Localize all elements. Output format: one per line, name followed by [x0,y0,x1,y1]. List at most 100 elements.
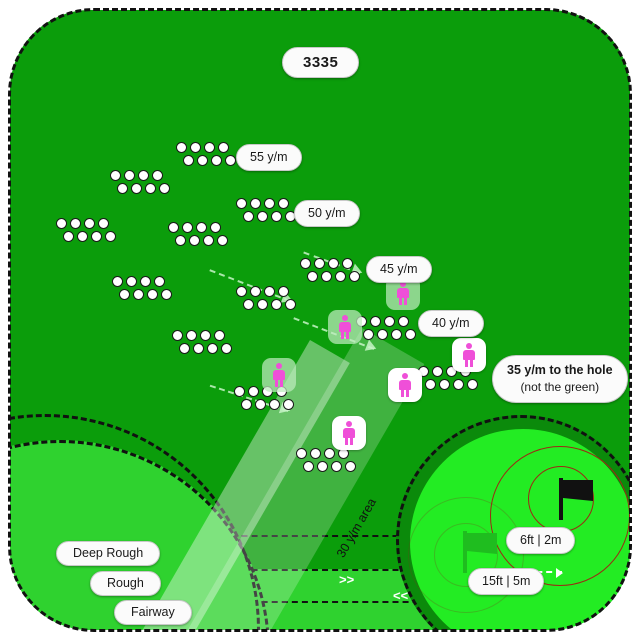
ball-cluster [236,198,296,222]
golf-ball-icon [278,198,289,209]
distance-marker-55[interactable]: 55 y/m [236,144,302,171]
golf-ball-icon [331,461,342,472]
player-icon [338,315,352,339]
golf-ball-icon [168,222,179,233]
golf-ball-icon [186,330,197,341]
golf-ball-icon [133,289,144,300]
ring-label-6ft[interactable]: 6ft | 2m [506,527,576,554]
golf-ball-icon [278,286,289,297]
golf-ball-icon [91,231,102,242]
golf-ball-icon [425,379,436,390]
golf-ball-icon [214,330,225,341]
player-icon [462,343,476,367]
golf-ball-icon [335,271,346,282]
golf-ball-icon [193,343,204,354]
course-boundary [8,8,632,632]
ghost-flag-pole [463,531,467,573]
golf-ball-icon [70,218,81,229]
hole-number-badge[interactable]: 3335 [282,47,360,78]
ghost-ring-inner [434,523,498,587]
golf-ball-icon [140,276,151,287]
hole-distance-callout[interactable]: 35 y/m to the hole (not the green) [492,355,628,403]
golf-ball-icon [112,276,123,287]
golf-ball-icon [264,286,275,297]
golf-ball-icon [363,329,374,340]
golf-ball-icon [131,183,142,194]
golf-ball-icon [161,289,172,300]
golf-ball-icon [152,170,163,181]
player-marker-shaded[interactable] [328,310,362,344]
golf-ball-icon [384,316,395,327]
golf-ball-icon [225,155,236,166]
golf-ball-icon [241,399,252,410]
golf-ball-icon [190,142,201,153]
golf-ball-icon [221,343,232,354]
golf-ball-icon [84,218,95,229]
ball-cluster [176,142,236,166]
golf-ball-icon [172,330,183,341]
player-marker[interactable] [452,338,486,372]
golf-ball-icon [432,366,443,377]
golf-ball-icon [175,235,186,246]
golf-ball-icon [179,343,190,354]
golf-ball-icon [349,271,360,282]
player-icon [396,281,410,305]
golf-ball-icon [303,461,314,472]
band-tick-right: << [393,588,409,603]
golf-ball-icon [147,289,158,300]
golf-ball-icon [248,386,259,397]
golf-ball-icon [204,142,215,153]
distance-marker-50[interactable]: 50 y/m [294,200,360,227]
golf-ball-icon [203,235,214,246]
golf-ball-icon [321,271,332,282]
hole-distance-primary: 35 y/m to the hole [507,363,613,377]
flag-pole [559,478,563,520]
golf-ball-icon [317,461,328,472]
player-marker[interactable] [332,416,366,450]
ball-cluster [300,258,360,282]
legend-rough[interactable]: Rough [90,571,161,596]
golf-ball-icon [453,379,464,390]
golf-ball-icon [56,218,67,229]
golf-ball-icon [467,379,478,390]
ball-cluster [112,276,172,300]
golf-ball-icon [211,155,222,166]
ring-label-15ft[interactable]: 15ft | 5m [468,568,545,595]
legend-deep-rough[interactable]: Deep Rough [56,541,161,566]
golf-ball-icon [236,286,247,297]
golf-ball-icon [285,299,296,310]
golf-ball-icon [154,276,165,287]
player-marker[interactable] [388,368,422,402]
golf-ball-icon [207,343,218,354]
golf-ball-icon [328,258,339,269]
player-marker-shaded[interactable] [262,358,296,392]
ball-cluster [296,448,356,472]
golf-ball-icon [197,155,208,166]
player-icon [272,363,286,387]
player-icon [342,421,356,445]
golf-ball-icon [176,142,187,153]
golf-ball-icon [391,329,402,340]
band-tick-left: >> [339,572,355,587]
golf-ball-icon [324,448,335,459]
golf-ball-icon [243,299,254,310]
golf-ball-icon [310,448,321,459]
golf-ball-icon [314,258,325,269]
distance-marker-40[interactable]: 40 y/m [418,310,484,337]
ghost-flag-cloth [467,533,497,554]
golf-ball-icon [269,399,280,410]
ball-cluster [172,330,232,354]
golf-ball-icon [271,211,282,222]
golf-ball-icon [117,183,128,194]
ball-cluster [56,218,116,242]
distance-marker-45[interactable]: 45 y/m [366,256,432,283]
golf-ball-icon [234,386,245,397]
golf-ball-icon [250,286,261,297]
golf-ball-icon [182,222,193,233]
golf-ball-icon [439,379,450,390]
golf-ball-icon [283,399,294,410]
golf-ball-icon [342,258,353,269]
legend-fairway[interactable]: Fairway [114,600,192,625]
golf-ball-icon [307,271,318,282]
